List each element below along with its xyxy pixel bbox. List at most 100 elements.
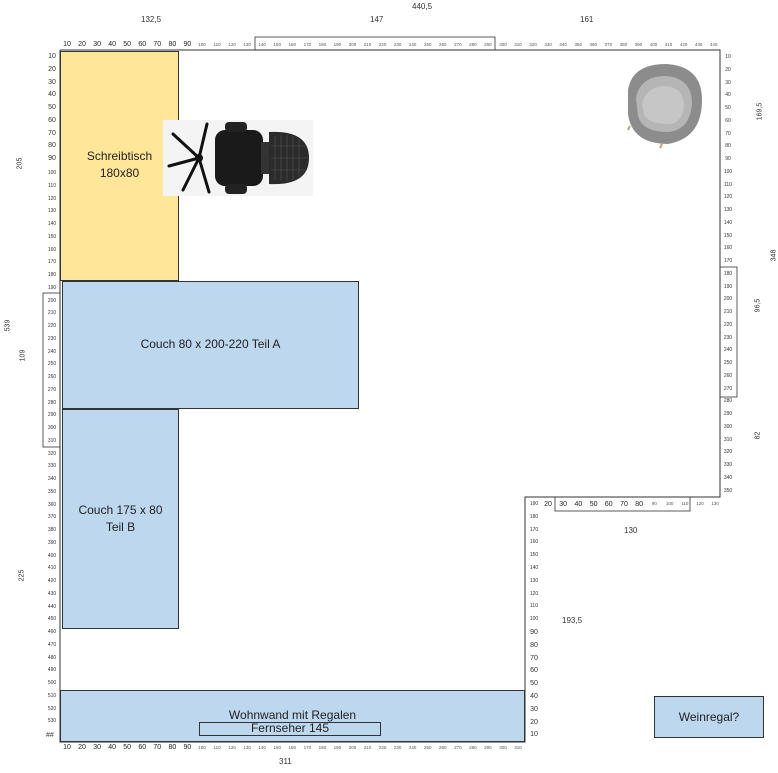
ruler-top-tick: 60 xyxy=(138,41,147,48)
top-ruler-frame xyxy=(254,36,496,51)
ruler-left-tick: 160 xyxy=(47,246,57,253)
ruler-top-tick: 180 xyxy=(318,42,327,47)
desk-label-line1: Schreibtisch xyxy=(86,149,153,163)
ruler-right-tick: 110 xyxy=(724,181,732,188)
ruler-left-tick: 470 xyxy=(47,641,57,648)
ruler-bottom-tick: 290 xyxy=(484,745,492,750)
ruler-step-tick: 90 xyxy=(651,501,657,506)
ruler-left-tick: 440 xyxy=(47,603,57,610)
ruler-right-tick: 210 xyxy=(723,309,733,315)
ruler-left-tick: 530 xyxy=(47,718,57,725)
ruler-right-tick: 60 xyxy=(725,117,731,124)
ruler-right-tick: 290 xyxy=(723,411,733,417)
ruler-top-tick: 350 xyxy=(574,42,583,47)
ruler-inner-tick: 130 xyxy=(529,577,539,584)
ruler-bottom-tick: 10 xyxy=(63,744,71,751)
ruler-left-tick: 210 xyxy=(47,310,57,317)
ruler-top-tick: 380 xyxy=(619,42,628,47)
ruler-bottom-tick: 110 xyxy=(213,745,221,750)
ruler-inner-tick: 150 xyxy=(529,552,539,559)
wine-rack xyxy=(654,696,764,738)
ruler-right-tick: 70 xyxy=(725,130,731,137)
ruler-top-tick: 340 xyxy=(559,42,567,47)
ruler-step-tick: 40 xyxy=(574,501,583,508)
ruler-right-tick: 220 xyxy=(723,321,733,328)
ruler-top-tick: 70 xyxy=(153,41,162,48)
ruler-bottom-tick: 150 xyxy=(273,745,282,750)
ruler-bottom-tick: 60 xyxy=(138,744,147,751)
ruler-bottom-tick: 30 xyxy=(93,744,101,751)
ruler-top-tick: 240 xyxy=(408,42,417,47)
ruler-top-tick: 420 xyxy=(679,42,688,47)
dim-total-top: 440,5 xyxy=(412,2,433,11)
ruler-step-tick: 110 xyxy=(681,501,689,506)
ruler-left-tick: 280 xyxy=(47,399,57,406)
ruler-right-tick: 240 xyxy=(723,347,733,354)
ruler-inner-tick: 80 xyxy=(530,641,538,649)
dim-bottom-total: 311 xyxy=(279,757,292,766)
ruler-left-tick: 500 xyxy=(47,680,57,686)
ruler-left-tick: 70 xyxy=(48,129,56,137)
desk-label-line2: 180x80 xyxy=(99,166,140,180)
ruler-right-tick: 140 xyxy=(723,219,733,226)
couch-b-label-line2: Teil B xyxy=(105,520,136,534)
ruler-top-tick: 280 xyxy=(469,42,477,47)
ruler-right-tick: 30 xyxy=(725,79,731,86)
ruler-top-tick: 20 xyxy=(78,41,86,48)
ruler-bottom-tick: 160 xyxy=(288,745,297,750)
left-ruler-frame xyxy=(42,292,61,448)
ruler-step-tick: 30 xyxy=(559,501,568,508)
ruler-left-tick: 420 xyxy=(47,578,57,584)
ruler-inner-tick: 160 xyxy=(529,539,539,546)
ruler-top-tick: 90 xyxy=(183,41,192,48)
ruler-top-tick: 270 xyxy=(454,42,462,47)
tv xyxy=(199,722,381,736)
dim-bottom-corner: ## xyxy=(46,732,54,739)
wall-unit-label: Wohnwand mit Regalen xyxy=(228,708,357,722)
ruler-right-tick: 350 xyxy=(723,487,733,494)
ruler-left-tick: 250 xyxy=(47,361,57,368)
ruler-top-tick: 120 xyxy=(228,42,236,47)
ruler-left-tick: 90 xyxy=(48,155,56,162)
ruler-inner-tick: 120 xyxy=(529,590,539,597)
ruler-bottom-tick: 210 xyxy=(363,745,372,750)
ruler-top-tick: 220 xyxy=(378,42,387,47)
office-chair-image xyxy=(163,120,313,196)
ruler-bottom-tick: 220 xyxy=(378,745,387,750)
ruler-left-tick: 150 xyxy=(47,233,57,240)
ruler-top-tick: 430 xyxy=(694,42,703,47)
ruler-top-tick: 360 xyxy=(589,42,598,47)
ruler-bottom-tick: 300 xyxy=(499,745,507,750)
ruler-bottom-tick: 140 xyxy=(258,745,266,750)
ruler-top-tick: 130 xyxy=(243,42,251,47)
ruler-left-tick: 240 xyxy=(47,348,57,355)
ruler-inner-tick: 60 xyxy=(530,667,538,675)
ruler-top-tick: 290 xyxy=(484,42,492,47)
ruler-step-tick: 120 xyxy=(696,501,704,506)
ruler-inner-tick: 90 xyxy=(530,629,538,636)
ruler-inner-tick: 100 xyxy=(529,616,539,623)
ruler-top-tick: 30 xyxy=(93,41,101,48)
ruler-left-tick: 330 xyxy=(47,463,57,470)
ruler-left-tick: 120 xyxy=(47,195,57,202)
ruler-bottom-tick: 100 xyxy=(198,745,206,750)
ruler-bottom-tick: 280 xyxy=(469,745,477,750)
ruler-top-tick: 260 xyxy=(439,42,447,47)
ruler-left-tick: 400 xyxy=(47,552,57,559)
couch-a xyxy=(62,281,359,409)
ruler-right-tick: 100 xyxy=(723,168,733,175)
ruler-left-tick: 60 xyxy=(48,116,56,124)
ruler-top-tick: 50 xyxy=(123,41,132,48)
ruler-top-tick: 410 xyxy=(664,42,673,47)
ruler-left-tick: 390 xyxy=(47,539,57,546)
ruler-inner-tick: 70 xyxy=(530,654,538,662)
ruler-right-tick: 310 xyxy=(723,436,733,443)
ruler-bottom-tick: 130 xyxy=(243,745,251,750)
ruler-right-tick: 200 xyxy=(723,296,733,303)
ruler-step-tick: 80 xyxy=(635,501,644,508)
ruler-top-tick: 190 xyxy=(333,42,342,47)
ruler-inner-tick: 190 xyxy=(529,501,539,507)
ruler-right-tick: 170 xyxy=(723,258,733,264)
ruler-left-tick: 180 xyxy=(47,272,57,278)
ruler-left-tick: 20 xyxy=(48,65,56,73)
